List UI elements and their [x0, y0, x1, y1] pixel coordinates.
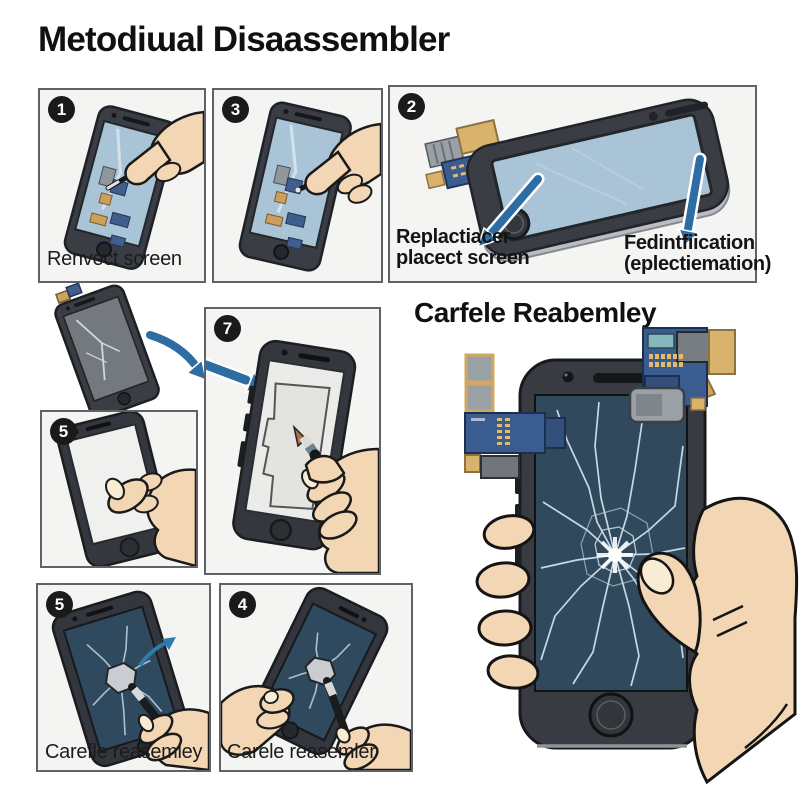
annotation-left: Replactiacer placect screen [396, 226, 530, 270]
phone-marking-illustration [206, 339, 379, 573]
hand-icon [105, 468, 196, 566]
arrow-icon [476, 172, 545, 249]
fingernail [263, 690, 279, 704]
flex-cable-icon [54, 283, 83, 304]
hand-icon [304, 122, 381, 204]
flex-cable-icon [464, 353, 566, 479]
arrow-icon [677, 152, 707, 247]
arrow-icon [143, 328, 205, 381]
arrow-icon [138, 637, 176, 667]
cracked-phone-in-hand-illustration [464, 327, 799, 785]
removed-screen-illustration [54, 283, 205, 418]
phone-flat-illustration [424, 98, 731, 263]
step-panel-7: 7 [204, 307, 381, 575]
step-number-badge: 3 [222, 96, 249, 123]
step-panel-1: 1 Renvect [38, 88, 206, 283]
phone-reassembly-illustration [221, 586, 411, 770]
home-button [119, 537, 140, 558]
phone-disassembly-illustration [63, 105, 204, 270]
hand-icon [221, 685, 295, 756]
step-number-badge: 1 [48, 96, 75, 123]
annotation-right: Fedintfiication (eplectiemation) [624, 232, 771, 276]
home-button [269, 518, 292, 542]
hand-icon [475, 496, 799, 785]
step-caption: Renvect screen [47, 248, 182, 270]
phone-icon [63, 105, 178, 270]
phone-icon [238, 101, 352, 272]
step-caption: Carefle reasemley [45, 741, 203, 763]
hand-icon [335, 723, 411, 770]
phone-holding-illustration [56, 412, 196, 566]
step-caption: Carele reasemler [227, 741, 376, 763]
fingernail [639, 557, 675, 595]
step-panel-5a: 5 [40, 410, 198, 568]
step-panel-4: 4 [219, 583, 413, 772]
step-number-badge: 5 [50, 418, 77, 445]
phone-reassembly-illustration [51, 590, 209, 770]
phone-icon [466, 98, 731, 263]
step-panel-5b: 5 [36, 583, 211, 772]
fingernail [105, 477, 125, 501]
phone-disassembly-illustration [238, 101, 381, 272]
fingernail [335, 726, 351, 744]
home-button [273, 244, 290, 261]
hand-icon [301, 447, 379, 573]
fingernail [137, 713, 155, 733]
step-panel-3: 3 [212, 88, 383, 283]
page-title: Metodiɯal Disaassembler [38, 20, 450, 59]
hand-icon [137, 708, 209, 770]
step-number-badge: 5 [46, 591, 73, 618]
hand-icon [124, 110, 204, 186]
phone-icon [54, 284, 160, 418]
section-heading: Carfele Reabemley [414, 297, 657, 328]
step-number-badge: 7 [214, 315, 241, 342]
home-button [96, 241, 113, 258]
home-button [588, 692, 634, 738]
step-number-badge: 2 [398, 93, 425, 120]
home-button [117, 391, 131, 406]
step-number-badge: 4 [229, 591, 256, 618]
step-panel-2: 2 [388, 85, 771, 283]
